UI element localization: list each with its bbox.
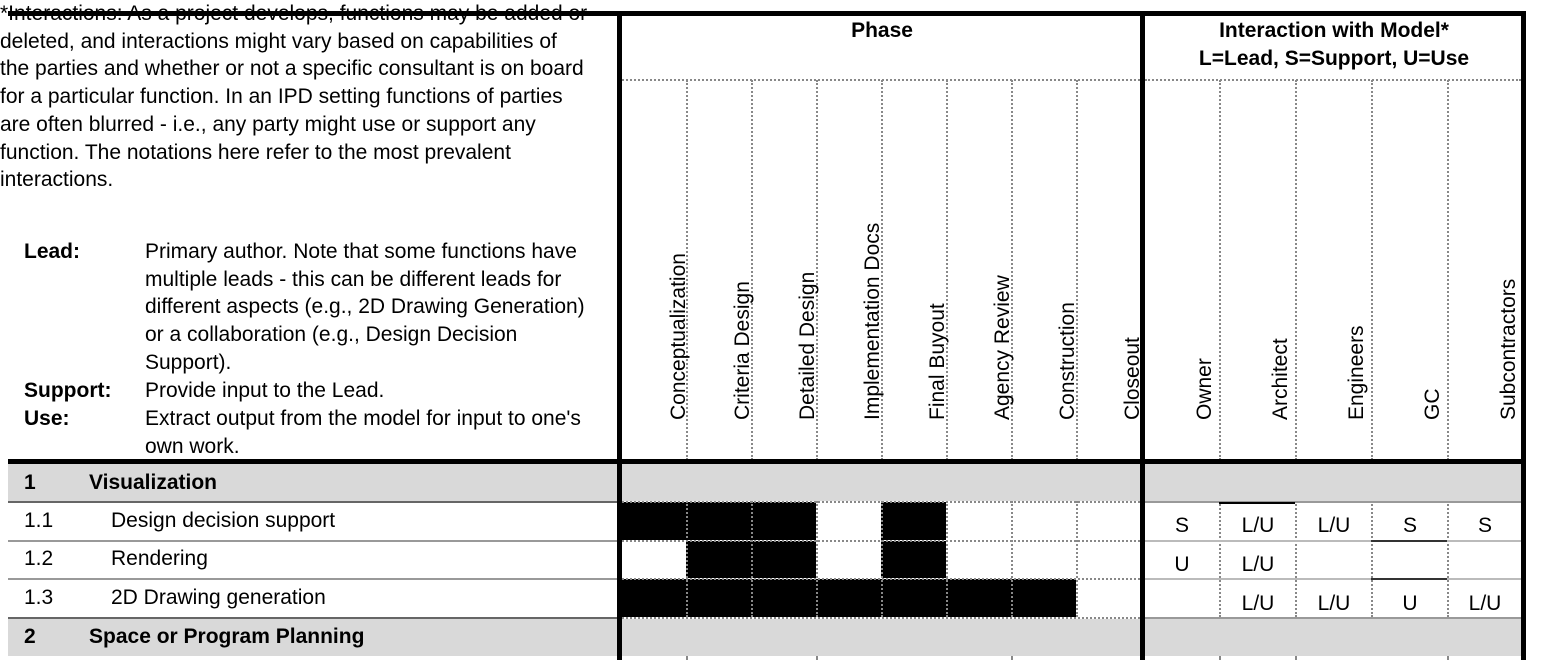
definition-text: Provide input to the Lead.: [145, 379, 385, 402]
phase-fill-cell: [686, 502, 751, 540]
row-number: 1.2: [24, 547, 54, 570]
section-number: 1: [24, 471, 36, 494]
phase-fill-cell: [622, 502, 686, 540]
phase-fill-cell: [816, 579, 881, 617]
phase-fill-cell: [751, 579, 816, 617]
notes-intro: *Interactions: As a project develops, fu…: [0, 2, 587, 192]
definition-term: Lead:: [24, 240, 81, 263]
definition-text: Extract output from the model for input …: [145, 407, 581, 458]
phase-fill-cell: [686, 579, 751, 617]
interaction-cell: L/U: [1317, 514, 1351, 537]
section-band-1: [8, 464, 1523, 501]
phase-fill-cell: [881, 502, 946, 540]
phase-fill-cell: [751, 541, 816, 578]
interaction-cell: U: [1402, 592, 1418, 615]
phase-fill-cell: [881, 541, 946, 578]
phase-fill-cell: [686, 541, 751, 578]
interaction-header-line2: L=Lead, S=Support, U=Use: [1198, 47, 1470, 70]
phase-fill-cell: [751, 502, 816, 540]
definition-term: Use:: [24, 407, 70, 430]
section-title: Visualization: [89, 471, 217, 494]
interaction-cell: S: [1402, 514, 1417, 537]
interaction-cell: S: [1477, 514, 1492, 537]
interaction-cell: L/U: [1241, 514, 1275, 537]
interaction-cell: L/U: [1468, 592, 1502, 615]
phase-fill-cell: [622, 579, 686, 617]
interaction-cell: U: [1174, 553, 1190, 576]
section-title: Space or Program Planning: [89, 625, 365, 648]
interaction-cell: L/U: [1317, 592, 1351, 615]
row-number: 1.3: [24, 586, 54, 609]
phase-fill-cell: [946, 579, 1011, 617]
row-label: 2D Drawing generation: [111, 586, 326, 609]
phase-fill-cell: [1011, 579, 1076, 617]
phase-fill-cell: [881, 579, 946, 617]
interaction-notes: *Interactions: As a project develops, fu…: [0, 0, 590, 194]
section-number: 2: [24, 625, 36, 648]
interaction-cell: L/U: [1241, 592, 1275, 615]
row-number: 1.1: [24, 509, 54, 532]
section-band-2: [8, 619, 1523, 656]
interaction-cell: L/U: [1241, 553, 1275, 576]
definition-text: Primary author. Note that some functions…: [145, 240, 585, 374]
interaction-header-line1: Interaction with Model*: [1219, 19, 1449, 42]
row-label: Design decision support: [111, 509, 336, 532]
phase-header: Phase: [851, 19, 913, 42]
definition-term: Support:: [24, 379, 112, 402]
interaction-cell: S: [1174, 514, 1189, 537]
row-label: Rendering: [111, 547, 208, 570]
